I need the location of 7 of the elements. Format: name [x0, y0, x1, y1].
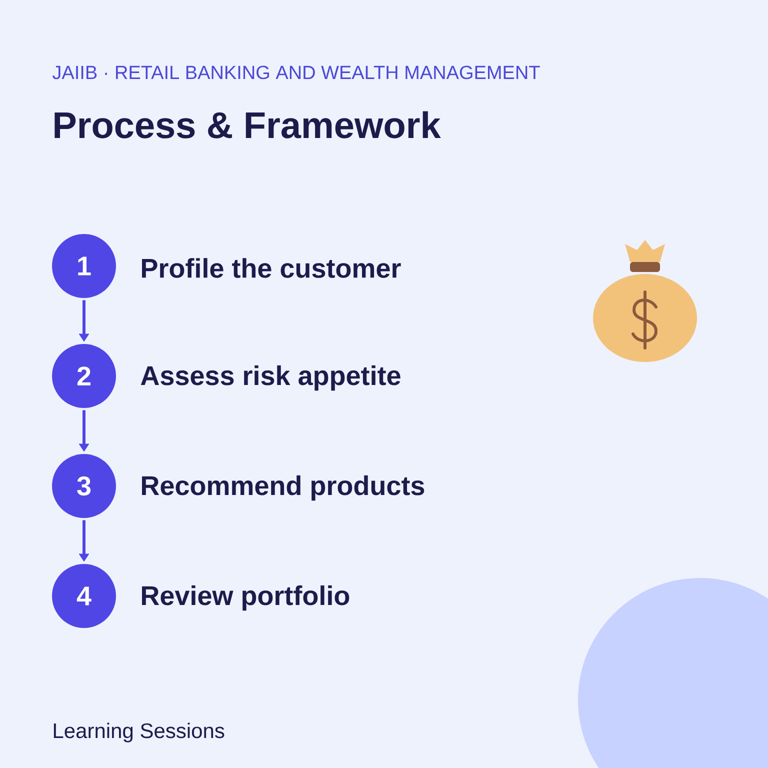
- subtitle: JAIIB · RETAIL BANKING AND WEALTH MANAGEMENT: [52, 66, 540, 80]
- step-label: Assess risk appetite: [140, 365, 400, 391]
- title: Process & Framework: [54, 111, 441, 138]
- footer-text: Learning Sessions: [54, 722, 224, 742]
- step-label: Review portfolio: [142, 585, 350, 611]
- step-label: Profile the customer: [142, 258, 401, 278]
- step-label: Recommend products: [142, 475, 424, 501]
